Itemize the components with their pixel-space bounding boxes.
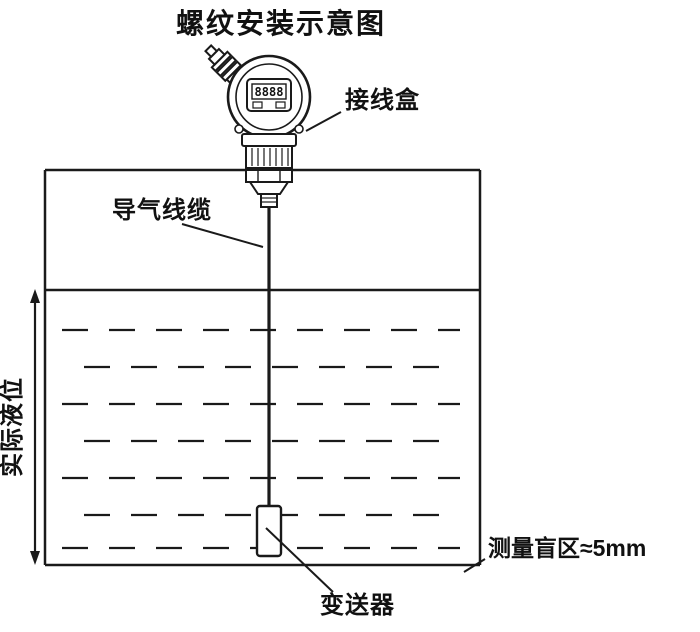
arrow-up-icon	[30, 289, 40, 303]
lcd-button-right	[275, 101, 286, 109]
blind-zone-label: 测量盲区≈5mm	[488, 535, 646, 561]
neck-flange	[241, 133, 297, 147]
lcd-display: 8888	[246, 78, 292, 112]
leader-line	[265, 527, 334, 593]
air-cable-label: 导气线缆	[112, 196, 212, 224]
leader-line	[463, 558, 486, 573]
lcd-value: 8888	[255, 85, 284, 99]
leader-line	[305, 111, 342, 132]
transmitter-head: 8888	[204, 44, 312, 208]
junction-box-callout: 接线盒	[305, 86, 420, 132]
bolt-icon	[294, 124, 304, 134]
level-dimension: 实际液位	[0, 289, 40, 565]
arrow-down-icon	[30, 551, 40, 565]
leader-line	[181, 223, 264, 248]
transmitter-callout: 变送器	[265, 527, 395, 619]
diagram-title: 螺纹安装示意图	[176, 7, 386, 39]
air-cable-callout: 导气线缆	[112, 196, 264, 248]
transmitter-label: 变送器	[320, 591, 395, 619]
blind-zone-callout: 测量盲区≈5mm	[463, 535, 646, 573]
actual-level-label: 实际液位	[0, 377, 26, 477]
lcd-button-left	[252, 101, 263, 109]
terminal-block	[245, 145, 293, 169]
hex-fitting	[245, 169, 293, 195]
thread-nipple	[260, 193, 278, 208]
bolt-icon	[234, 124, 244, 134]
junction-box-label: 接线盒	[345, 86, 420, 114]
